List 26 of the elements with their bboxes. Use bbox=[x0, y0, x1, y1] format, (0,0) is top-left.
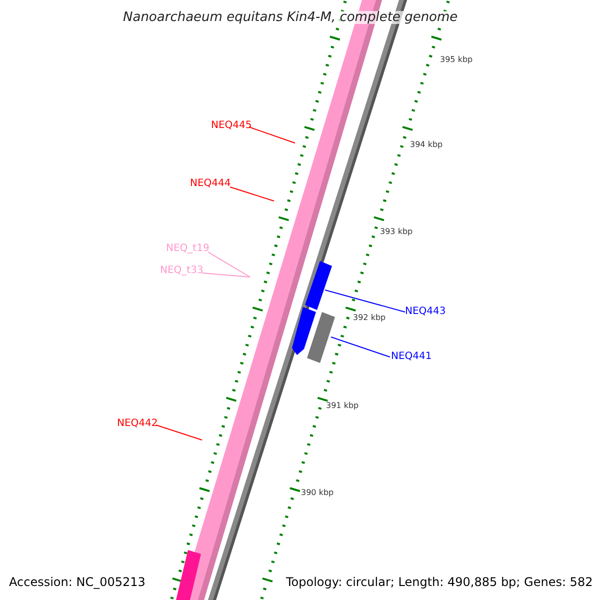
gene-label: NEQ_t33 bbox=[160, 266, 204, 276]
gene-block bbox=[292, 307, 316, 355]
genome-info-text: Topology: circular; Length: 490,885 bp; Genes: 582 bbox=[286, 576, 593, 588]
leader-line bbox=[208, 252, 250, 278]
gene-label: NEQ444 bbox=[190, 179, 231, 189]
leader-line bbox=[248, 126, 296, 144]
scale-label: 395 kbp bbox=[440, 56, 473, 64]
leader-line bbox=[330, 336, 390, 358]
leader-line bbox=[324, 290, 406, 312]
gene-label: NEQ445 bbox=[211, 121, 252, 131]
scale-label: 392 kbp bbox=[353, 314, 386, 322]
leader-line bbox=[156, 424, 202, 440]
scale-label: 391 kbp bbox=[326, 402, 359, 410]
scale-label: 393 kbp bbox=[380, 228, 413, 236]
gene-label: NEQ441 bbox=[391, 352, 432, 362]
leader-line bbox=[230, 186, 274, 202]
gene-block bbox=[305, 261, 332, 310]
scale-label: 390 kbp bbox=[301, 489, 334, 497]
gene-label: NEQ442 bbox=[117, 419, 158, 429]
gene-label: NEQ443 bbox=[405, 307, 446, 317]
title: Nanoarchaeum equitans Kin4-M, complete genome bbox=[123, 11, 458, 24]
gene-block bbox=[307, 312, 335, 363]
accession-text: Accession: NC_005213 bbox=[9, 576, 146, 588]
gene-label: NEQ_t19 bbox=[166, 244, 210, 254]
leader-line bbox=[202, 272, 250, 278]
scale-label: 394 kbp bbox=[410, 141, 443, 149]
